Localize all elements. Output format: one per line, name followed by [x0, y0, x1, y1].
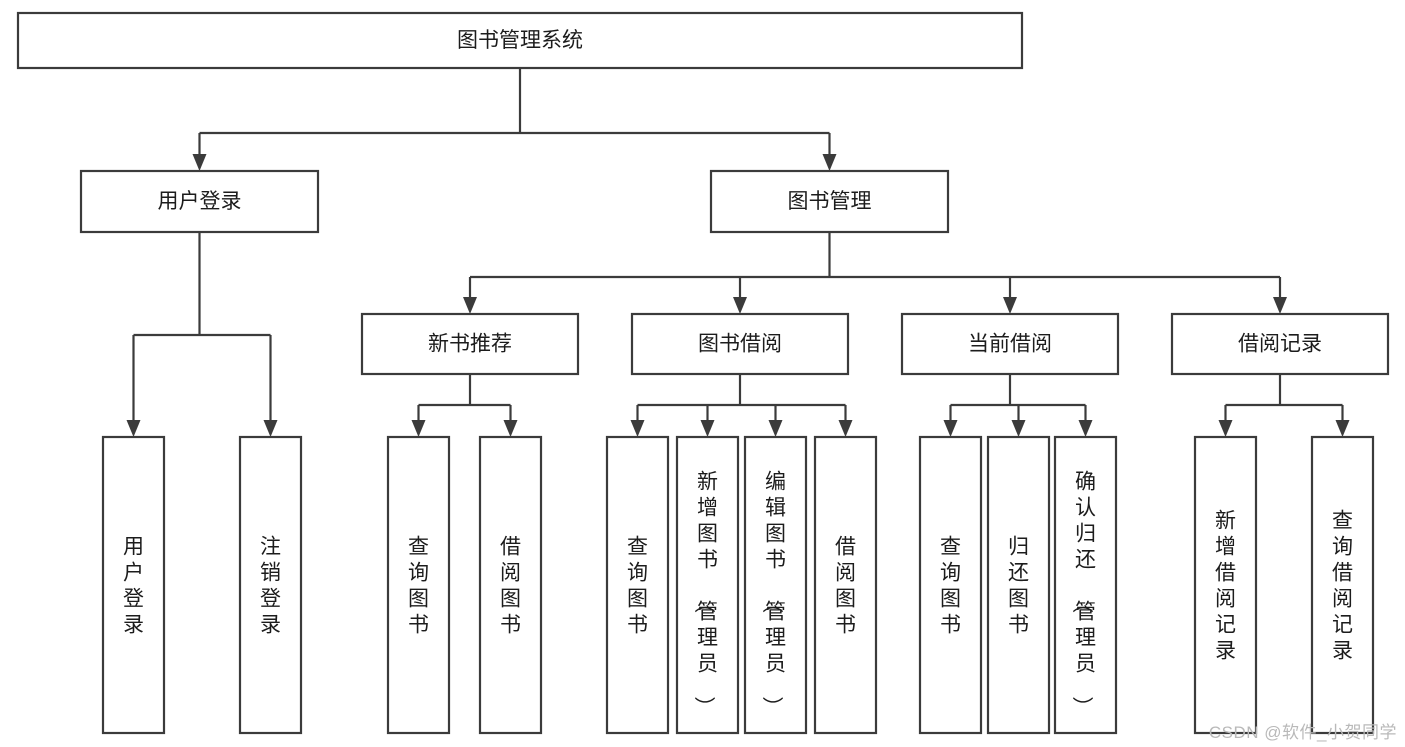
arrow-head-leaf-query-book-2 [630, 420, 645, 437]
node-box-leaf-add-book-admin [675, 435, 740, 735]
node-box-book-borrow [630, 312, 850, 376]
node-new-book-recommend[interactable]: 新书推荐 [360, 312, 580, 376]
node-leaf-logout-login[interactable]: 注销登录 [238, 435, 303, 735]
arrow-head-leaf-user-login [126, 420, 141, 437]
node-label-leaf-add-borrow-record: 新增借阅记录 [1215, 509, 1236, 662]
node-label-leaf-borrow-book-2: 借阅图书 [835, 535, 856, 636]
edge-group-user-login [126, 232, 278, 437]
node-book-borrow[interactable]: 图书借阅 [630, 312, 850, 376]
node-leaf-query-book-2[interactable]: 查询图书 [605, 435, 670, 735]
node-box-new-book-recommend [360, 312, 580, 376]
node-leaf-edit-book-admin[interactable]: 编辑图书（管理员） [743, 435, 808, 735]
node-label-borrow-record: 借阅记录 [1238, 333, 1322, 356]
arrow-head-leaf-query-borrow-record [1335, 420, 1350, 437]
edge-group-current-borrow [943, 374, 1093, 437]
node-box-leaf-query-book-2 [605, 435, 670, 735]
arrow-head-leaf-query-book-3 [943, 420, 958, 437]
arrow-head-leaf-query-book-1 [411, 420, 426, 437]
edge-group-book-borrow [630, 374, 853, 437]
arrow-head-borrow-record [1273, 297, 1287, 314]
node-box-user-login [79, 169, 320, 234]
node-leaf-user-login[interactable]: 用户登录 [101, 435, 166, 735]
node-label-book-borrow: 图书借阅 [698, 333, 782, 356]
node-label-leaf-add-book-admin: 新增图书（管理员） [692, 470, 718, 717]
node-current-borrow[interactable]: 当前借阅 [900, 312, 1120, 376]
node-box-leaf-return-book [986, 435, 1051, 735]
node-label-leaf-confirm-return-admin: 确认归还（管理员） [1070, 470, 1096, 717]
arrow-head-leaf-confirm-return-admin [1078, 420, 1093, 437]
watermark: CSDN @软件_小贺同学 [1208, 723, 1397, 742]
node-box-leaf-edit-book-admin [743, 435, 808, 735]
node-label-leaf-return-book: 归还图书 [1008, 535, 1029, 636]
arrow-head-leaf-edit-book-admin [768, 420, 783, 437]
node-box-leaf-logout-login [238, 435, 303, 735]
arrow-head-leaf-return-book [1011, 420, 1026, 437]
node-book-manage[interactable]: 图书管理 [709, 169, 950, 234]
node-label-current-borrow: 当前借阅 [968, 333, 1052, 356]
node-box-leaf-query-book-3 [918, 435, 983, 735]
node-box-borrow-record [1170, 312, 1390, 376]
arrow-head-leaf-add-book-admin [700, 420, 715, 437]
node-box-leaf-borrow-book-1 [478, 435, 543, 735]
node-label-leaf-edit-book-admin: 编辑图书（管理员） [760, 470, 786, 717]
node-label-leaf-borrow-book-1: 借阅图书 [500, 535, 521, 636]
arrow-head-leaf-add-borrow-record [1218, 420, 1233, 437]
node-layer: 图书管理系统用户登录图书管理新书推荐图书借阅当前借阅借阅记录用户登录注销登录查询… [16, 11, 1390, 735]
node-leaf-return-book[interactable]: 归还图书 [986, 435, 1051, 735]
node-box-current-borrow [900, 312, 1120, 376]
node-box-leaf-query-borrow-record [1310, 435, 1375, 735]
arrow-head-new-book-recommend [463, 297, 477, 314]
node-label-leaf-user-login: 用户登录 [123, 535, 144, 636]
node-box-leaf-borrow-book-2 [813, 435, 878, 735]
node-box-leaf-confirm-return-admin [1053, 435, 1118, 735]
node-box-root [16, 11, 1024, 70]
node-label-leaf-query-book-3: 查询图书 [940, 535, 961, 636]
node-label-book-manage: 图书管理 [788, 190, 872, 213]
edge-group-borrow-record [1218, 374, 1350, 437]
node-leaf-query-book-3[interactable]: 查询图书 [918, 435, 983, 735]
arrow-head-leaf-borrow-book-1 [503, 420, 518, 437]
arrow-head-book-borrow [733, 297, 747, 314]
node-box-leaf-query-book-1 [386, 435, 451, 735]
arrow-head-user-login [192, 154, 207, 171]
arrow-head-book-manage [822, 154, 837, 171]
node-leaf-add-book-admin[interactable]: 新增图书（管理员） [675, 435, 740, 735]
node-label-leaf-query-borrow-record: 查询借阅记录 [1332, 509, 1353, 662]
arrow-head-leaf-logout-login [263, 420, 278, 437]
node-label-user-login: 用户登录 [158, 190, 242, 213]
node-label-leaf-query-book-2: 查询图书 [627, 535, 648, 636]
edge-layer [126, 68, 1350, 437]
node-leaf-borrow-book-2[interactable]: 借阅图书 [813, 435, 878, 735]
node-leaf-query-book-1[interactable]: 查询图书 [386, 435, 451, 735]
node-borrow-record[interactable]: 借阅记录 [1170, 312, 1390, 376]
node-label-root: 图书管理系统 [457, 29, 583, 52]
node-leaf-query-borrow-record[interactable]: 查询借阅记录 [1310, 435, 1375, 735]
node-box-leaf-user-login [101, 435, 166, 735]
edge-group-book-manage [463, 232, 1287, 314]
node-user-login[interactable]: 用户登录 [79, 169, 320, 234]
node-label-new-book-recommend: 新书推荐 [428, 333, 512, 356]
arrow-head-leaf-borrow-book-2 [838, 420, 853, 437]
edge-group-root [192, 68, 837, 171]
node-root[interactable]: 图书管理系统 [16, 11, 1024, 70]
node-leaf-add-borrow-record[interactable]: 新增借阅记录 [1193, 435, 1258, 735]
edge-group-new-book-recommend [411, 374, 518, 437]
node-label-leaf-query-book-1: 查询图书 [408, 535, 429, 636]
arrow-head-current-borrow [1003, 297, 1017, 314]
node-box-leaf-add-borrow-record [1193, 435, 1258, 735]
node-box-book-manage [709, 169, 950, 234]
node-label-leaf-logout-login: 注销登录 [260, 535, 281, 636]
node-leaf-confirm-return-admin[interactable]: 确认归还（管理员） [1053, 435, 1118, 735]
node-leaf-borrow-book-1[interactable]: 借阅图书 [478, 435, 543, 735]
